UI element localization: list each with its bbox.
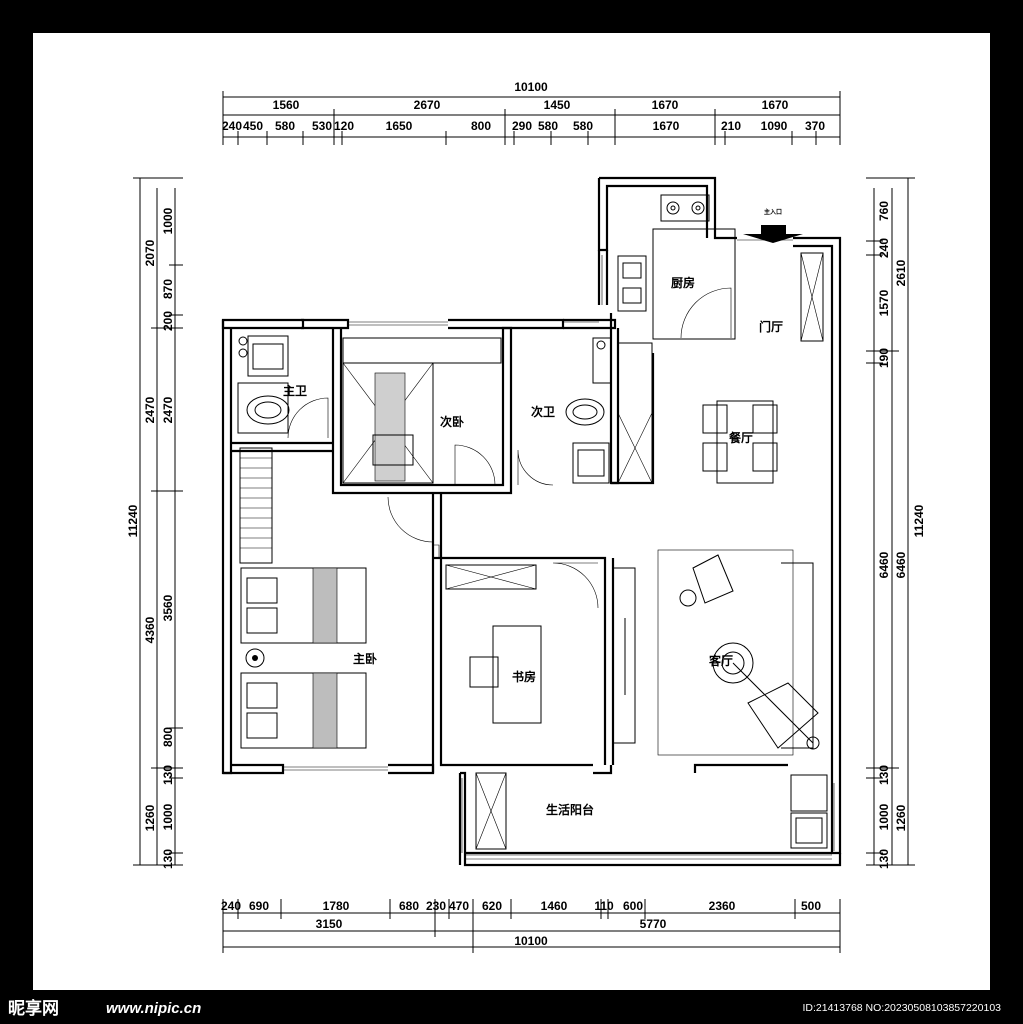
- top-inner-dim: 580: [573, 119, 593, 133]
- right-inner-dim: 130: [877, 765, 891, 785]
- left-inner-dim: 200: [161, 311, 175, 331]
- right-inner-dim: 130: [877, 849, 891, 869]
- right-inner-dim: 1570: [877, 289, 891, 316]
- left-inner-dim: 870: [161, 279, 175, 299]
- right-mid-dim: 6460: [894, 551, 908, 578]
- doors: [287, 287, 732, 609]
- top-inner-dim: 240: [222, 119, 242, 133]
- room-label-second-bedroom: 次卧: [440, 414, 464, 429]
- right-mid-dim: 1260: [894, 804, 908, 831]
- left-inner-dim: 130: [161, 765, 175, 785]
- master-bedroom-furniture: [239, 447, 367, 749]
- left-inner-dim: 130: [161, 849, 175, 869]
- top-inner-dim: 210: [721, 119, 741, 133]
- top-inner-dim: 580: [538, 119, 558, 133]
- top-inner-dim: 800: [471, 119, 491, 133]
- room-label-foyer: 门厅: [759, 319, 783, 334]
- bottom-inner-dim: 690: [249, 899, 269, 913]
- room-label-balcony: 生活阳台: [546, 802, 594, 817]
- left-mid-dim: 4360: [143, 616, 157, 643]
- living-room-furniture: [612, 549, 820, 756]
- top-inner-dim: 580: [275, 119, 295, 133]
- right-inner-dim: 760: [877, 201, 891, 221]
- balcony-fixtures: [475, 772, 828, 850]
- second-bath-fixtures: [565, 337, 612, 484]
- floor-plan: 10100 1560 2670 1450 1670 1670 240 450 5…: [126, 80, 926, 953]
- right-inner-dim: 240: [877, 238, 891, 258]
- room-label-living: 客厅: [708, 653, 733, 668]
- bottom-inner-dim: 600: [623, 899, 643, 913]
- bottom-mid-dim: 3150: [316, 917, 343, 931]
- bottom-inner-dim: 230: [426, 899, 446, 913]
- top-inner-dim: 450: [243, 119, 263, 133]
- left-total-dim: 11240: [126, 504, 140, 537]
- left-mid-dim: 2470: [143, 396, 157, 423]
- watermark-id: ID:21413768 NO:20230508103857220103: [802, 1002, 1001, 1014]
- room-label-master-bedroom: 主卧: [353, 651, 377, 666]
- drawing-paper: 10100 1560 2670 1450 1670 1670 240 450 5…: [33, 33, 990, 990]
- top-inner-dim: 120: [334, 119, 354, 133]
- master-bath-fixtures: [237, 335, 290, 434]
- top-inner-dim: 1090: [761, 119, 788, 133]
- watermark-logo: 昵享网: [8, 999, 59, 1019]
- study-furniture: [445, 564, 542, 724]
- left-inner-dim: 1000: [161, 803, 175, 830]
- entrance-label: 主入口: [764, 208, 782, 216]
- right-mid-dim: 2610: [894, 259, 908, 286]
- room-label-study: 书房: [512, 669, 536, 684]
- right-inner-dim: 6460: [877, 551, 891, 578]
- windows: [283, 239, 835, 860]
- bottom-inner-dim: 240: [221, 899, 241, 913]
- cabinet-column: [617, 252, 824, 484]
- room-label-kitchen: 厨房: [671, 275, 695, 290]
- top-inner-dim: 530: [312, 119, 332, 133]
- room-label-master-bath: 主卫: [283, 383, 307, 398]
- bottom-inner-dim: 1780: [323, 899, 350, 913]
- top-inner-dim: 370: [805, 119, 825, 133]
- top-mid-dim: 1670: [762, 98, 789, 112]
- top-mid-dim: 1450: [544, 98, 571, 112]
- room-label-dining: 餐厅: [729, 430, 753, 445]
- bottom-inner-dim: 500: [801, 899, 821, 913]
- left-inner-dim: 800: [161, 727, 175, 747]
- bottom-inner-dim: 110: [594, 899, 614, 913]
- kitchen-fixtures: [617, 194, 736, 340]
- top-dimension-lines: 10100 1560 2670 1450 1670 1670 240 450 5…: [222, 80, 841, 145]
- outer-walls: [221, 176, 842, 867]
- top-inner-dim: 1650: [386, 119, 413, 133]
- right-inner-dim: 190: [877, 348, 891, 368]
- left-dimension-lines: 11240 2070 2470 4360 1260 1000 870 200 2…: [126, 177, 183, 869]
- left-mid-dim: 1260: [143, 804, 157, 831]
- bottom-inner-dim: 680: [399, 899, 419, 913]
- top-total-dim: 10100: [514, 80, 548, 94]
- top-inner-dim: 1670: [653, 119, 680, 133]
- left-inner-dim: 1000: [161, 207, 175, 234]
- bottom-dimension-lines: 240 690 1780 680 230 470 620 1460 110 60…: [221, 899, 841, 953]
- top-inner-dim: 290: [512, 119, 532, 133]
- right-dimension-lines: 760 240 1570 190 6460 130 1000 130 2610 …: [866, 177, 926, 869]
- main-entrance-arrow: 主入口: [743, 208, 803, 243]
- bottom-total-dim: 10100: [514, 934, 548, 948]
- left-inner-dim: 3560: [161, 594, 175, 621]
- right-total-dim: 11240: [912, 504, 926, 537]
- bottom-inner-dim: 2360: [709, 899, 736, 913]
- left-inner-dim: 2470: [161, 396, 175, 423]
- watermark-url[interactable]: www.nipic.cn: [106, 1000, 202, 1017]
- dining-table: [702, 400, 778, 484]
- top-mid-dim: 1560: [273, 98, 300, 112]
- bottom-mid-dim: 5770: [640, 917, 667, 931]
- left-mid-dim: 2070: [143, 239, 157, 266]
- right-inner-dim: 1000: [877, 803, 891, 830]
- bottom-inner-dim: 470: [449, 899, 469, 913]
- second-bedroom-wardrobe: [342, 337, 502, 484]
- room-label-second-bath: 次卫: [531, 404, 555, 419]
- top-mid-dim: 2670: [414, 98, 441, 112]
- bottom-inner-dim: 620: [482, 899, 502, 913]
- top-mid-dim: 1670: [652, 98, 679, 112]
- bottom-inner-dim: 1460: [541, 899, 568, 913]
